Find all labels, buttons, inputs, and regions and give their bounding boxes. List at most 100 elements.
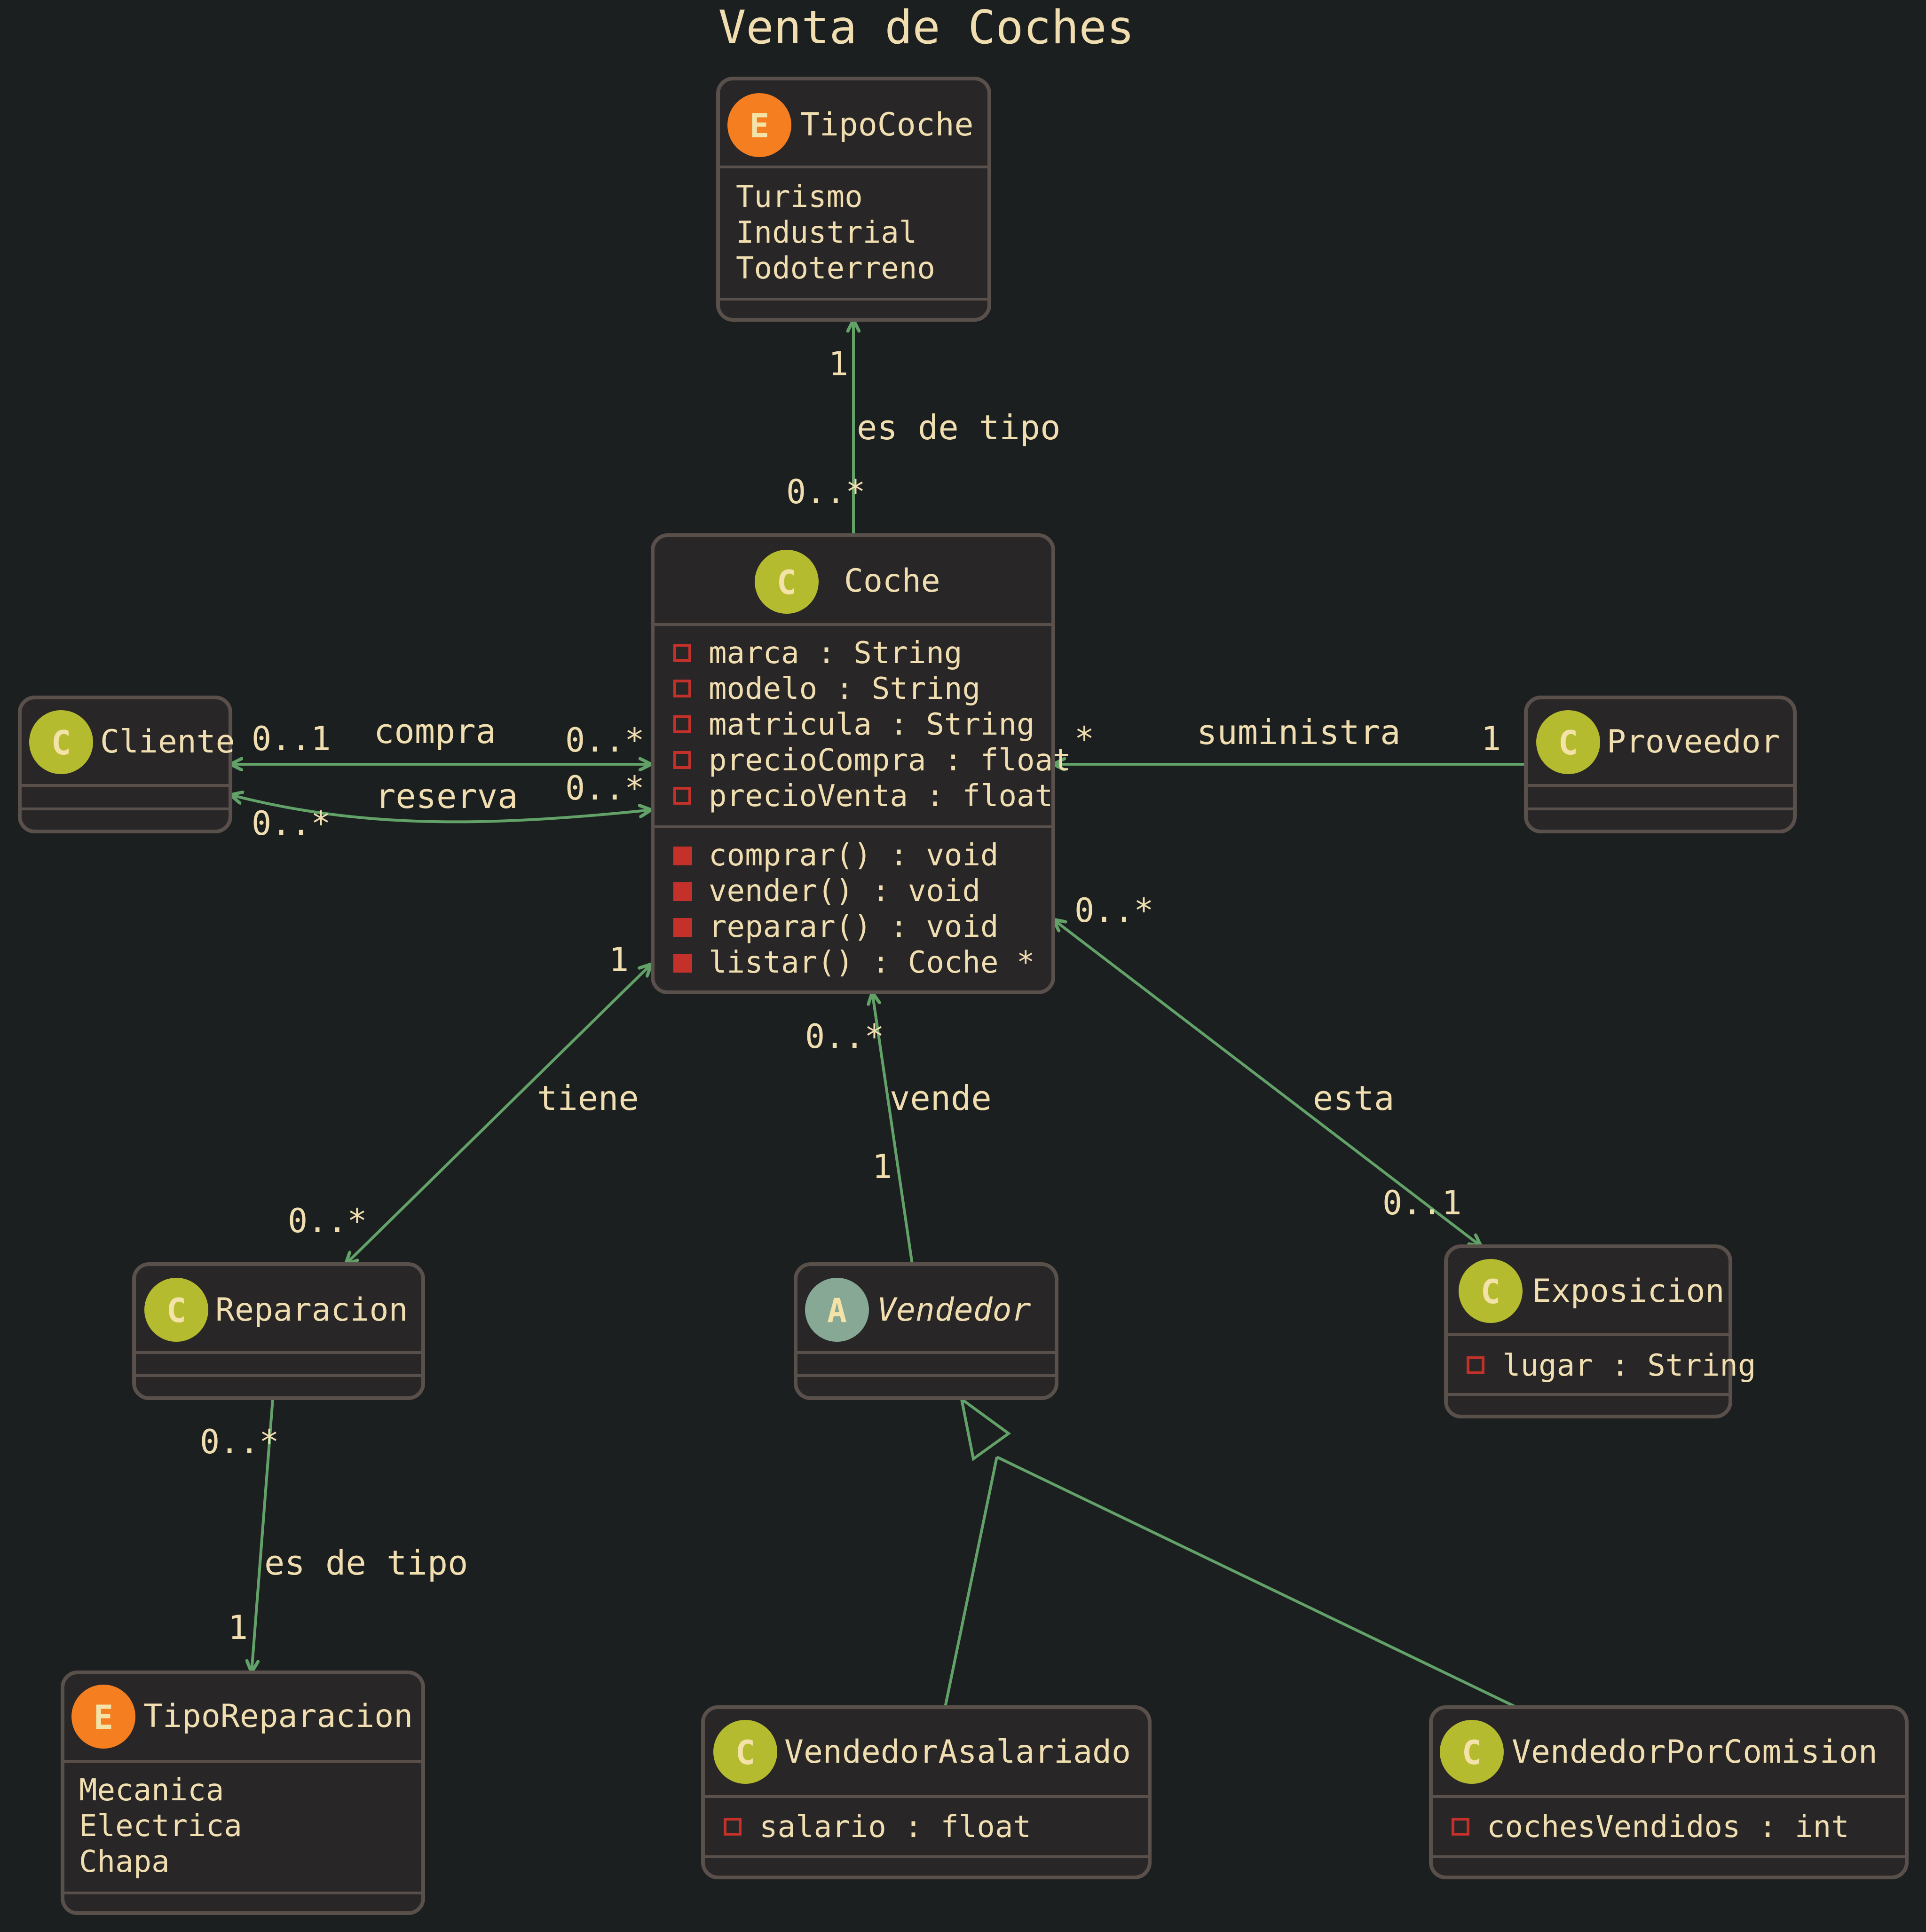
enum-badge-icon <box>71 1685 135 1749</box>
method: vender() : void <box>709 874 980 909</box>
field: matricula : String <box>709 707 1035 742</box>
class-tiporeparacion[interactable]: E TipoReparacion Mecanica Electrica Chap… <box>61 1671 425 1915</box>
enum-value: Mecanica <box>79 1773 224 1808</box>
label-es-de-tipo-reparacion: es de tipo <box>264 1543 468 1583</box>
private-field-icon <box>724 1818 742 1836</box>
class-badge-letter: C <box>777 563 797 602</box>
mult-suministra-proveedor: 1 <box>1481 720 1501 758</box>
field: precioCompra : float <box>709 743 1071 778</box>
label-esta: esta <box>1313 1078 1394 1118</box>
class-name: Reparacion <box>215 1291 408 1329</box>
enum-badge-letter: E <box>94 1698 113 1737</box>
mult-esta-exposicion: 0..1 <box>1382 1184 1462 1222</box>
mult-reserva-coche: 0..* <box>565 769 645 808</box>
class-badge-letter: C <box>51 724 71 762</box>
class-badge-letter: C <box>735 1734 755 1772</box>
edge-tiene <box>346 964 651 1264</box>
field: salario : float <box>759 1810 1031 1845</box>
class-name: Coche <box>844 562 940 600</box>
field: precioVenta : float <box>709 779 1053 814</box>
class-badge-letter: C <box>1462 1734 1482 1772</box>
class-proveedor[interactable]: C Proveedor <box>1524 696 1797 833</box>
edge-vende <box>872 992 914 1265</box>
private-method-icon <box>673 954 692 973</box>
private-method-icon <box>673 847 692 865</box>
enum-value: Electrica <box>79 1809 242 1844</box>
mult-vende-coche: 0..* <box>805 1017 884 1056</box>
class-badge-letter: C <box>1481 1273 1500 1311</box>
class-name: Exposicion <box>1532 1273 1724 1310</box>
class-tipocoche[interactable]: E TipoCoche Turismo Industrial Todoterre… <box>716 77 991 322</box>
label-compra: compra <box>374 712 496 751</box>
generalization-triangle <box>959 1396 1011 1462</box>
enum-value: Chapa <box>79 1845 170 1879</box>
class-exposicion[interactable]: C Exposicion lugar : String <box>1444 1244 1756 1418</box>
mult-compra-coche: 0..* <box>565 721 645 760</box>
field: modelo : String <box>709 672 980 706</box>
enum-badge-letter: E <box>750 107 769 145</box>
class-badge-icon <box>755 550 819 614</box>
private-method-icon <box>673 918 692 937</box>
mult-tiene-coche: 1 <box>609 941 629 979</box>
enum-badge-icon <box>727 93 791 157</box>
edge-es-de-tipo-reparacion <box>252 1399 274 1672</box>
class-name: VendedorPorComision <box>1512 1734 1878 1771</box>
class-coche[interactable]: C Coche marca : String modelo : String m… <box>651 533 1071 994</box>
mult-esta-coche: 0..* <box>1074 891 1154 930</box>
label-suministra: suministra <box>1197 713 1400 752</box>
class-vendedor-por-comision[interactable]: C VendedorPorComision cochesVendidos : i… <box>1429 1705 1909 1879</box>
private-field-icon <box>1467 1356 1484 1374</box>
private-field-icon <box>673 751 691 769</box>
edge-reserva <box>230 795 651 823</box>
class-badge-icon <box>1536 710 1600 774</box>
class-reparacion[interactable]: C Reparacion <box>132 1262 425 1400</box>
label-reserva: reserva <box>375 776 518 816</box>
private-field-icon <box>1452 1818 1469 1836</box>
edge-esta <box>1053 919 1481 1246</box>
class-badge-icon <box>1440 1720 1504 1784</box>
class-badge-icon <box>713 1720 777 1784</box>
class-vendedor[interactable]: A Vendedor <box>794 1262 1058 1400</box>
class-name: Vendedor <box>877 1291 1031 1329</box>
edges <box>230 320 1526 1709</box>
private-field-icon <box>673 715 691 733</box>
label-tiene: tiene <box>537 1078 639 1118</box>
private-method-icon <box>673 882 692 901</box>
abstract-badge-icon <box>805 1278 869 1342</box>
diagram-title: Venta de Coches <box>718 1 1134 55</box>
edge-generalization-comision <box>996 1456 1517 1709</box>
class-name: TipoCoche <box>800 106 973 143</box>
mult-vende-vendedor: 1 <box>872 1148 892 1186</box>
class-name: TipoReparacion <box>143 1698 413 1735</box>
class-cliente[interactable]: C Cliente <box>18 696 235 833</box>
class-badge-icon <box>29 710 93 774</box>
mult-reserva-cliente: 0..* <box>252 804 331 843</box>
mult-compra-cliente: 0..1 <box>252 720 331 758</box>
class-name: Proveedor <box>1607 723 1780 760</box>
label-es-de-tipo-coche: es de tipo <box>857 408 1060 447</box>
method: reparar() : void <box>709 910 999 944</box>
mult-reparacion-tiporeparacion: 0..* <box>200 1423 279 1461</box>
field: lugar : String <box>1502 1348 1756 1383</box>
class-badge-icon <box>144 1278 208 1342</box>
private-field-icon <box>673 787 691 805</box>
private-field-icon <box>673 680 691 697</box>
class-badge-icon <box>1459 1259 1523 1323</box>
class-vendedor-asalariado[interactable]: C VendedorAsalariado salario : float <box>701 1705 1152 1879</box>
private-field-icon <box>673 644 691 662</box>
method: comprar() : void <box>709 838 999 873</box>
class-name: VendedorAsalariado <box>784 1734 1131 1771</box>
class-badge-letter: C <box>166 1291 186 1330</box>
edge-generalization-asalariado <box>944 1457 998 1708</box>
mult-coche-tipocoche: 0..* <box>786 473 866 511</box>
mult-tiene-reparacion: 0..* <box>288 1202 367 1240</box>
mult-suministra-coche: * <box>1074 720 1094 758</box>
label-vende: vende <box>890 1078 992 1118</box>
enum-value: Turismo <box>736 180 863 214</box>
class-badge-letter: C <box>1558 724 1578 762</box>
method: listar() : Coche * <box>709 945 1035 980</box>
mult-tiporeparacion-1: 1 <box>228 1608 248 1647</box>
enum-value: Todoterreno <box>736 251 935 286</box>
abstract-badge-letter: A <box>827 1291 847 1330</box>
